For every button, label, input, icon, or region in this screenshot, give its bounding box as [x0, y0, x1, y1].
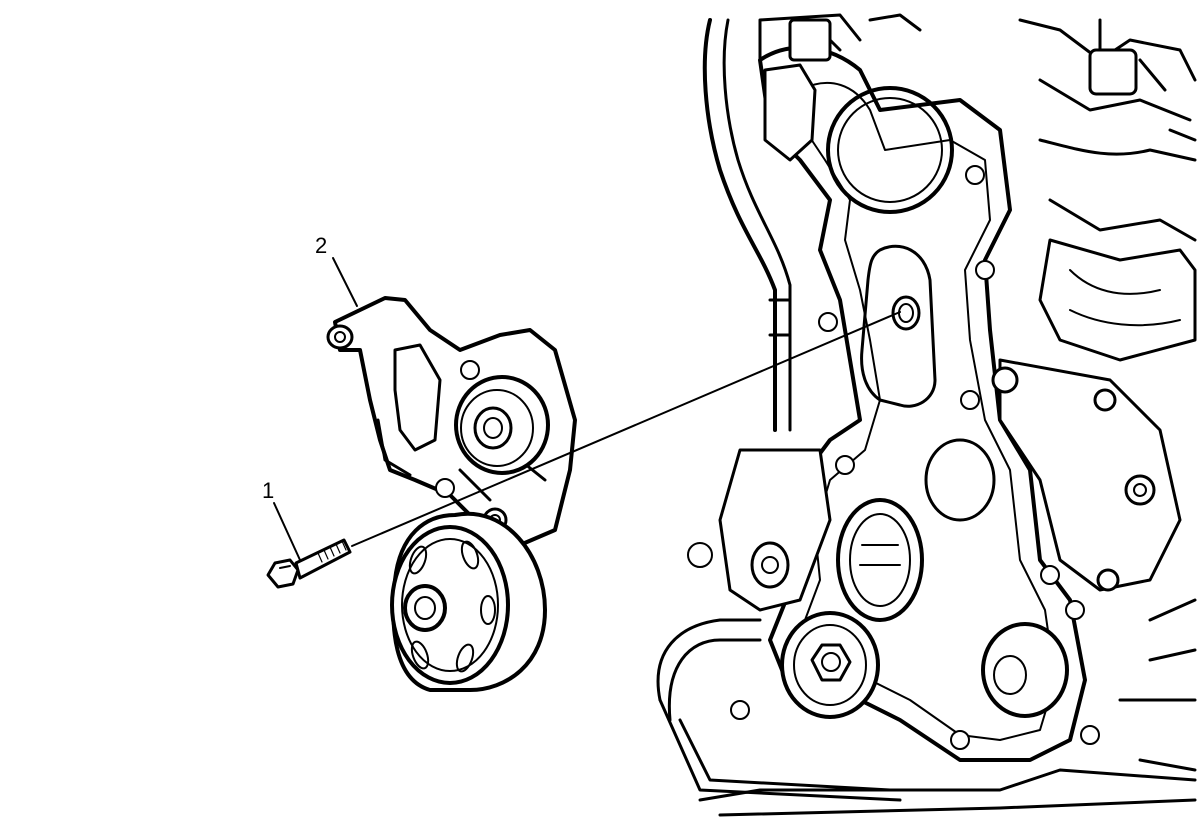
camshaft-sprocket-cover	[826, 86, 954, 214]
bolt-shank	[294, 538, 352, 580]
camshaft-cap	[763, 63, 817, 162]
callout-1-label: 1	[262, 478, 274, 503]
bolt-head	[266, 558, 300, 589]
engine-front-assembly	[656, 13, 1197, 817]
sensor-connector	[788, 18, 832, 62]
bracket-cutout	[393, 343, 442, 452]
crankshaft-bolt	[810, 643, 852, 682]
oil-pan-flange	[698, 768, 1197, 817]
oil-dipstick-tube	[768, 298, 792, 337]
engine-mount-bracket	[718, 448, 832, 612]
cover-bolts	[687, 165, 1100, 750]
assembly-direction-line	[351, 311, 901, 547]
coolant-pipe-left	[702, 18, 777, 432]
cover-oval-rib	[860, 244, 937, 408]
bracket-end-eye	[326, 324, 354, 350]
tensioner-pulley	[390, 511, 547, 692]
alternator-bracket	[998, 358, 1182, 592]
callout-2-leader	[332, 257, 358, 307]
timing-cover-inner-contour	[799, 81, 1056, 741]
pulley-hub	[403, 584, 447, 632]
exhaust-manifold	[1038, 238, 1197, 362]
tensioner-idler-pulley	[454, 375, 550, 475]
idler-boss	[924, 438, 996, 522]
callout-1: 1	[262, 478, 301, 561]
bracket-mounting-hole	[891, 295, 921, 331]
lower-coolant-pipe	[656, 618, 762, 722]
oil-pump-housing	[836, 498, 924, 622]
right-sensor-connector	[1088, 48, 1138, 96]
callout-1-leader	[273, 502, 301, 561]
callout-2-label: 2	[315, 233, 327, 258]
bolt	[266, 538, 352, 589]
callout-2: 2	[315, 233, 358, 307]
